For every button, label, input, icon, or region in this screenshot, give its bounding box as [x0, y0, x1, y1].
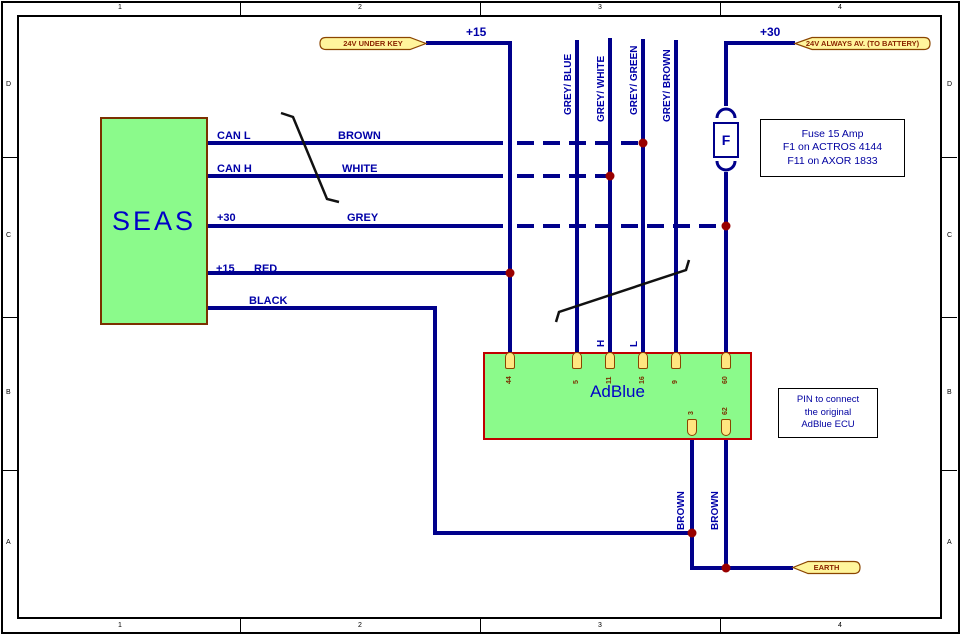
pin-note-line3: AdBlue ECU [801, 419, 855, 431]
pin-connector-16 [638, 352, 648, 369]
col-label-top-4: 4 [838, 4, 842, 11]
wire-plus30-feed-top [724, 41, 795, 106]
frame-tick [240, 618, 241, 632]
plus15-wire-label: +15 [216, 263, 235, 275]
fuse-note-line1: Fuse 15 Amp [801, 127, 864, 140]
col-label-bottom-2: 2 [358, 622, 362, 629]
junction-dot [638, 138, 648, 148]
flag-earth-shape [791, 560, 861, 575]
pin-number-62: 62 [722, 407, 729, 415]
fuse-note-line2: F1 on ACTROS 4144 [782, 141, 883, 154]
can-h-label: CAN H [217, 163, 252, 175]
row-label-left-b: B [6, 389, 11, 396]
pin-connector-5 [572, 352, 582, 369]
grey-brown-label: GREY/ BROWN [662, 49, 673, 122]
pin-number-11: 11 [606, 376, 613, 384]
row-label-right-c: C [947, 232, 953, 239]
row-label-right-d: D [947, 81, 953, 88]
fuse-note-box: Fuse 15 Amp F1 on ACTROS 4144 F11 on AXO… [760, 119, 905, 177]
row-label-left-c: C [6, 232, 12, 239]
pin-note-box: PIN to connect the original AdBlue ECU [778, 388, 878, 438]
pin-connector-44 [505, 352, 515, 369]
frame-tick [2, 470, 18, 471]
row-label-right-a: A [947, 539, 952, 546]
row-label-left-a: A [6, 539, 11, 546]
junction-dot [505, 268, 515, 278]
can-l-label: CAN L [217, 130, 251, 142]
can-l-pin-label: L [629, 340, 640, 347]
grey-green-label: GREY/ GREEN [629, 45, 640, 115]
cable-slash-mark-left [280, 111, 340, 204]
plus30-color-label: GREY [347, 212, 379, 224]
plus30-wire-label: +30 [217, 212, 236, 224]
plus30-top-label: +30 [760, 25, 781, 39]
frame-tick [720, 2, 721, 16]
brown-wire-label-1: BROWN [676, 491, 687, 530]
junction-dot [687, 528, 697, 538]
seas-box: SEAS [100, 117, 208, 325]
plus15-top-label: +15 [466, 25, 487, 39]
frame-tick [941, 157, 957, 158]
black-wire-label: BLACK [249, 295, 288, 307]
wire-plus15-feed [426, 41, 512, 356]
fuse-holder-arc-top [715, 107, 737, 119]
junction-dot [721, 563, 731, 573]
cable-slash-mark-right [554, 259, 691, 323]
col-label-top-1: 1 [118, 4, 122, 11]
pin-number-44: 44 [506, 376, 513, 384]
plus15-color-label: RED [254, 263, 278, 275]
grey-white-label: GREY/ WHITE [596, 55, 607, 122]
can-h-color-label: WHITE [342, 163, 378, 175]
pin-number-9: 9 [672, 380, 679, 384]
col-label-top-3: 3 [598, 4, 602, 11]
frame-tick [720, 618, 721, 632]
frame-tick [2, 157, 18, 158]
pin-note-line1: PIN to connect [796, 394, 860, 406]
wire-pin3-earth [690, 434, 793, 570]
frame-tick [941, 317, 957, 318]
pin-number-60: 60 [722, 376, 729, 384]
row-label-right-b: B [947, 389, 952, 396]
pin-note-line2: the original [804, 406, 852, 418]
frame-tick [941, 470, 957, 471]
junction-dot [721, 221, 731, 231]
wire-black [208, 306, 692, 535]
grey-blue-label: GREY/ BLUE [563, 53, 574, 115]
col-label-bottom-4: 4 [838, 622, 842, 629]
junction-dot [605, 171, 615, 181]
adblue-box [483, 352, 752, 440]
pin-connector-3 [687, 419, 697, 436]
fuse-note-line3: F11 on AXOR 1833 [787, 154, 878, 167]
brown-wire-label-2: BROWN [710, 491, 721, 530]
col-label-bottom-3: 3 [598, 622, 602, 629]
flag-under-key-label: 24V UNDER KEY [343, 39, 403, 48]
pin-number-16: 16 [639, 376, 646, 384]
fuse-symbol-letter: F [721, 132, 731, 148]
adblue-label: AdBlue [590, 382, 645, 401]
col-label-top-2: 2 [358, 4, 362, 11]
fuse-holder-arc-bottom [715, 160, 737, 172]
can-l-color-label: BROWN [338, 130, 381, 142]
pin-connector-62 [721, 419, 731, 436]
flag-always-shape [793, 36, 931, 51]
pin-number-5: 5 [573, 380, 580, 384]
pin-connector-60 [721, 352, 731, 369]
flag-under-key-shape [319, 36, 428, 51]
frame-tick [480, 618, 481, 632]
row-label-left-d: D [6, 81, 12, 88]
pin-connector-9 [671, 352, 681, 369]
fuse-symbol: F [713, 122, 739, 158]
frame-tick [480, 2, 481, 16]
flag-earth-label: EARTH [813, 563, 840, 572]
can-h-pin-label: H [596, 339, 607, 347]
frame-tick [2, 317, 18, 318]
pin-connector-11 [605, 352, 615, 369]
frame-tick [240, 2, 241, 16]
pin-number-3: 3 [688, 411, 695, 415]
seas-label: SEAS [111, 205, 197, 236]
col-label-bottom-1: 1 [118, 622, 122, 629]
flag-always-label: 24V ALWAYS AV. (TO BATTERY) [805, 39, 920, 48]
